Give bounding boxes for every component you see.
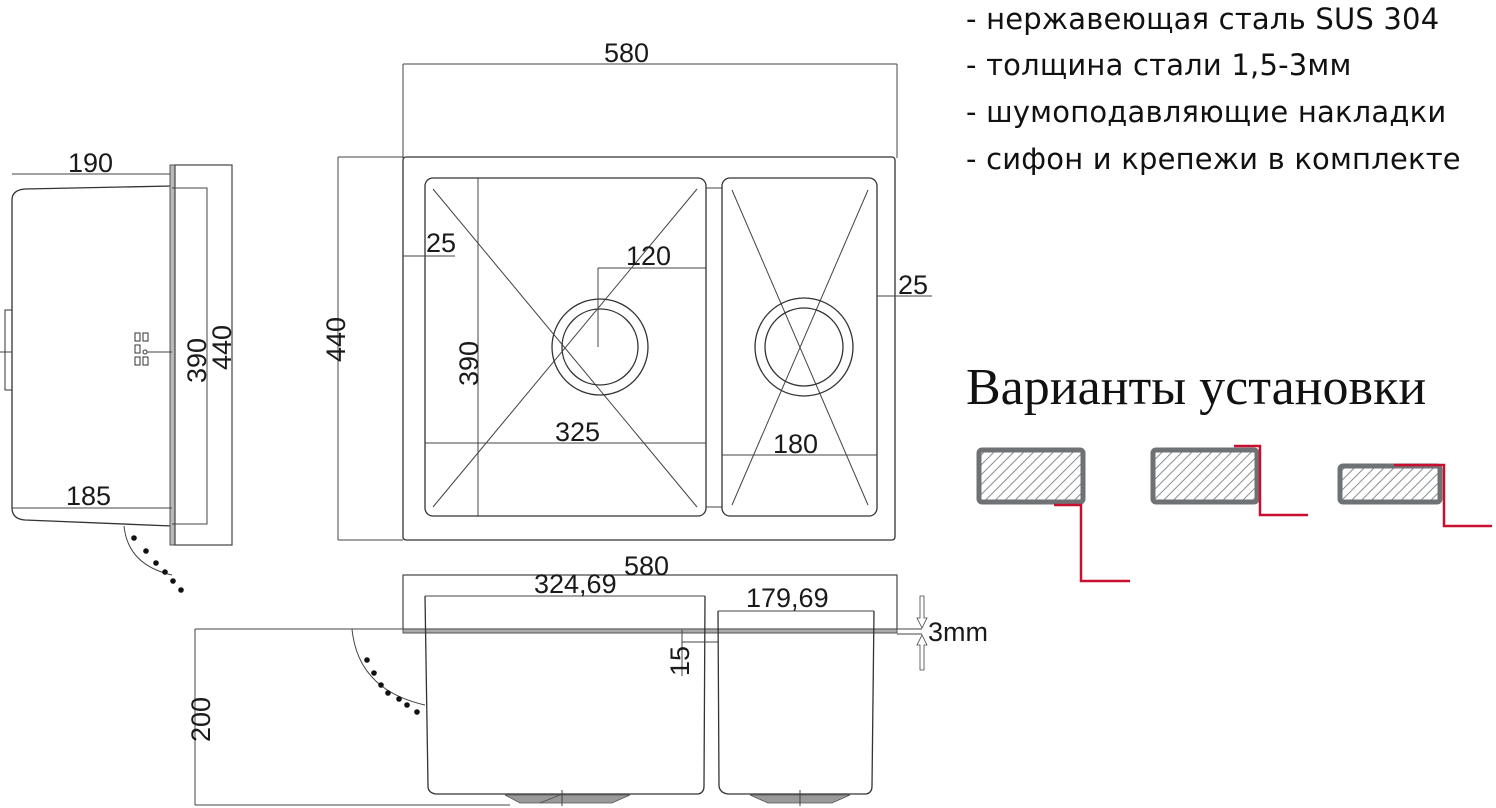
side-view: 190 185 390 440 bbox=[0, 148, 237, 593]
front-divider-depth-label: 15 bbox=[665, 646, 695, 676]
swing-dots bbox=[131, 535, 184, 593]
install-variant-overmount bbox=[1150, 444, 1308, 517]
top-main-bowl-width-label: 325 bbox=[555, 417, 600, 447]
front-overall-width-label: 580 bbox=[624, 551, 669, 581]
install-variants-title: Варианты установки bbox=[966, 359, 1427, 416]
front-height-label: 200 bbox=[186, 697, 216, 742]
top-left-margin-label: 25 bbox=[426, 228, 456, 258]
top-drain-offset-label: 120 bbox=[626, 241, 671, 271]
side-top-width-label: 190 bbox=[68, 148, 113, 178]
top-right-margin-label: 25 bbox=[898, 270, 928, 300]
spec-thickness: - толщина стали 1,5-3мм bbox=[966, 48, 1352, 82]
install-variant-flush bbox=[1337, 463, 1492, 528]
side-bottom-width-label: 185 bbox=[66, 481, 111, 511]
spec-siphon: - сифон и крепежи в комплекте bbox=[966, 142, 1461, 176]
top-overall-width-label: 580 bbox=[604, 38, 649, 68]
side-inner-depth-label: 390 bbox=[182, 338, 212, 383]
install-variant-undermount bbox=[976, 447, 1130, 583]
front-main-bowl-width-label: 324,69 bbox=[534, 569, 617, 599]
front-small-bowl-width-label: 179,69 bbox=[746, 583, 829, 613]
top-overall-depth-label: 440 bbox=[321, 317, 351, 362]
overflow-icon bbox=[134, 332, 172, 366]
top-bowl-depth-label: 390 bbox=[454, 341, 484, 386]
spec-noise-pads: - шумоподавляющие накладки bbox=[966, 95, 1447, 129]
top-small-bowl-width-label: 180 bbox=[773, 429, 818, 459]
front-view: 580 324,69 179,69 15 200 3mm bbox=[186, 551, 988, 806]
side-outer-depth-label: 440 bbox=[207, 325, 237, 370]
top-view: 580 440 25 120 390 325 bbox=[321, 38, 932, 541]
front-swing-dots bbox=[364, 657, 420, 715]
front-thickness-label: 3mm bbox=[928, 617, 988, 647]
spec-material: - нержавеющая сталь SUS 304 bbox=[966, 2, 1440, 36]
